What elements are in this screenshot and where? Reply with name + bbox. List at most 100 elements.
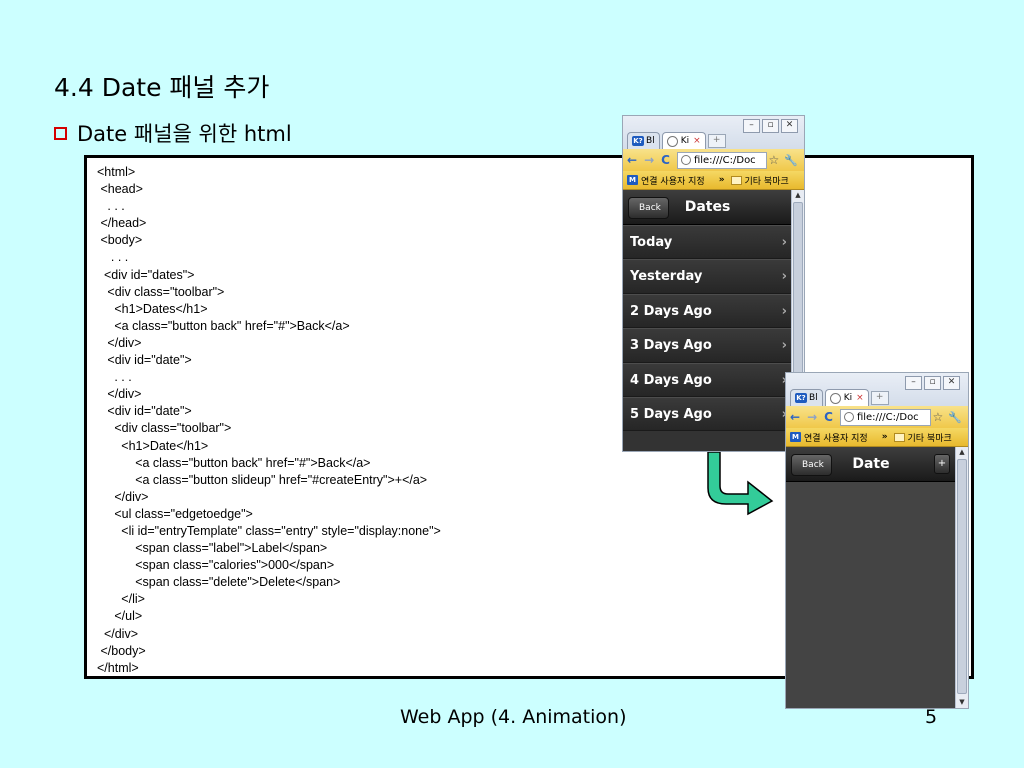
tab-1[interactable]: K? Bl	[627, 132, 660, 149]
list-item-label: Yesterday	[630, 269, 703, 285]
browser-window-date: – ▫ ✕ K? Bl Ki × + ← → C file:///C:/Doc …	[785, 372, 969, 709]
browser-toolbar: ← → C file:///C:/Doc ☆ 🔧	[786, 406, 968, 428]
list-item[interactable]: Yesterday ›	[623, 259, 792, 294]
back-arrow-icon[interactable]: ←	[627, 153, 638, 167]
chevron-right-icon: ›	[781, 269, 787, 285]
list-item[interactable]: 5 Days Ago ›	[623, 396, 792, 432]
minimize-icon[interactable]: –	[743, 119, 760, 133]
page-number: 5	[925, 706, 938, 728]
scroll-up-icon[interactable]: ▲	[795, 191, 801, 199]
folder-icon	[730, 175, 742, 185]
chevron-right-icon: ›	[781, 235, 787, 250]
tab-close-icon[interactable]: ×	[856, 393, 864, 403]
browser-toolbar: ← → C file:///C:/Doc ☆ 🔧	[623, 149, 804, 171]
tab-2[interactable]: Ki ×	[824, 389, 869, 406]
scroll-thumb[interactable]	[957, 459, 967, 694]
close-icon[interactable]: ✕	[781, 119, 798, 133]
tab-strip: K? Bl Ki × +	[627, 132, 726, 149]
wrench-icon[interactable]: 🔧	[948, 410, 962, 424]
app-toolbar: Date Back +	[786, 447, 956, 482]
globe-icon	[666, 135, 678, 147]
back-arrow-icon[interactable]: ←	[790, 410, 801, 424]
page-icon	[680, 155, 691, 165]
app-content: Date Back +	[786, 447, 956, 708]
minimize-icon[interactable]: –	[905, 376, 922, 390]
tab-close-icon[interactable]: ×	[693, 136, 701, 146]
maximize-icon[interactable]: ▫	[924, 376, 941, 390]
tab-strip: K? Bl Ki × +	[790, 389, 889, 406]
app-title: Date	[852, 456, 890, 472]
flow-arrow-icon	[707, 452, 774, 516]
forward-arrow-icon[interactable]: →	[807, 410, 818, 424]
tab-1-label: Bl	[646, 136, 655, 146]
slide-title: 4.4 Date 패널 추가	[54, 73, 270, 102]
bookmark-1[interactable]: 연결 사용자 지정	[804, 433, 868, 444]
chevron-right-icon: ›	[782, 398, 787, 432]
scroll-down-icon[interactable]: ▼	[959, 698, 965, 706]
wrench-icon[interactable]: 🔧	[784, 153, 798, 167]
k-favicon-icon: K?	[632, 136, 644, 146]
bookmark-1[interactable]: 연결 사용자 지정	[641, 176, 705, 187]
tab-1-label: Bl	[809, 393, 818, 403]
list-item-label: Today	[630, 235, 673, 250]
forward-arrow-icon[interactable]: →	[644, 153, 655, 167]
list-item-label: 2 Days Ago	[630, 303, 712, 319]
close-icon[interactable]: ✕	[943, 376, 960, 390]
bullet-row: Date 패널을 위한 html	[54, 118, 292, 148]
slide-footer: Web App (4. Animation)	[400, 706, 627, 728]
maximize-icon[interactable]: ▫	[762, 119, 779, 133]
list-item[interactable]: 3 Days Ago ›	[623, 328, 792, 363]
tab-2-label: Ki	[680, 136, 690, 146]
page-icon	[843, 412, 854, 422]
scroll-up-icon[interactable]: ▲	[959, 448, 965, 456]
list-item[interactable]: Today ›	[623, 225, 792, 260]
window-controls: – ▫ ✕	[741, 119, 798, 133]
folder-icon	[893, 432, 905, 442]
reload-icon[interactable]: C	[661, 153, 670, 167]
list-item-label: 4 Days Ago	[630, 372, 712, 388]
tab-2[interactable]: Ki ×	[661, 132, 706, 149]
star-icon[interactable]: ☆	[768, 153, 780, 167]
bullet-text: Date 패널을 위한 html	[77, 122, 292, 146]
address-bar[interactable]: file:///C:/Doc	[676, 151, 767, 169]
bookmark-m-icon: M	[790, 432, 801, 442]
app-title: Dates	[684, 199, 731, 215]
app-toolbar: Dates Back	[623, 190, 792, 225]
browser-titlebar: – ▫ ✕ K? Bl Ki × +	[786, 373, 968, 406]
bookmarks-bar: M 연결 사용자 지정 » 기타 북마크	[786, 428, 968, 447]
tab-1[interactable]: K? Bl	[790, 389, 823, 406]
back-button[interactable]: Back	[791, 454, 832, 476]
address-bar[interactable]: file:///C:/Doc	[839, 408, 931, 426]
k-favicon-icon: K?	[795, 393, 807, 403]
chevron-right-icon: ›	[782, 364, 787, 398]
other-bookmarks[interactable]: 기타 북마크	[907, 433, 952, 444]
list-item[interactable]: 2 Days Ago ›	[623, 293, 792, 329]
list-item-label: 3 Days Ago	[630, 338, 712, 354]
browser-window-dates: – ▫ ✕ K? Bl Ki × + ← → C file:///C:/Doc …	[622, 115, 805, 452]
bookmarks-overflow-chevron[interactable]: »	[718, 175, 725, 185]
reload-icon[interactable]: C	[824, 410, 833, 424]
window-controls: – ▫ ✕	[903, 376, 960, 390]
new-tab-button[interactable]: +	[707, 134, 726, 148]
dates-list: Today › Yesterday › 2 Days Ago › 3 Days Ago…	[623, 225, 792, 432]
bookmark-m-icon: M	[627, 175, 638, 185]
chevron-right-icon: ›	[781, 303, 787, 319]
list-item[interactable]: 4 Days Ago ›	[623, 362, 792, 398]
code-listing: <html> <head> . . . </head> <body> . . .…	[97, 165, 441, 675]
tab-2-label: Ki	[843, 393, 853, 403]
add-entry-button[interactable]: +	[934, 454, 950, 474]
new-tab-button[interactable]: +	[870, 391, 889, 405]
browser-titlebar: – ▫ ✕ K? Bl Ki × +	[623, 116, 804, 149]
globe-icon	[829, 392, 841, 404]
bookmarks-overflow-chevron[interactable]: »	[881, 432, 888, 442]
list-item-label: 5 Days Ago	[630, 406, 712, 422]
address-text: file:///C:/Doc	[856, 411, 919, 423]
address-text: file:///C:/Doc	[693, 154, 756, 166]
back-button[interactable]: Back	[628, 197, 669, 219]
scrollbar[interactable]: ▲ ▼	[955, 447, 968, 708]
star-icon[interactable]: ☆	[932, 410, 944, 424]
chevron-right-icon: ›	[781, 338, 787, 354]
bullet-square-icon	[54, 126, 67, 140]
other-bookmarks[interactable]: 기타 북마크	[744, 176, 789, 187]
app-content: Dates Back Today › Yesterday › 2 Days Ago ›…	[623, 190, 792, 451]
